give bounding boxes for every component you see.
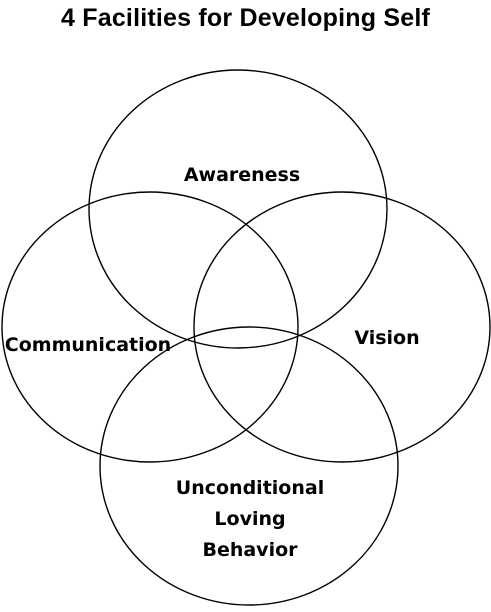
vision-circle [193,191,491,463]
awareness-label: Awareness [184,164,300,186]
awareness-circle [88,69,388,349]
behavior-label: Behavior [202,539,298,561]
vision-label: Vision [354,327,419,349]
communication-label: Communication [5,334,171,356]
unconditional-label: Unconditional [176,477,324,499]
unconditional-loving-behavior-circle [99,326,399,606]
communication-circle [1,191,299,463]
diagram-title: 4 Facilities for Developing Self [61,4,430,32]
loving-label: Loving [214,508,285,530]
